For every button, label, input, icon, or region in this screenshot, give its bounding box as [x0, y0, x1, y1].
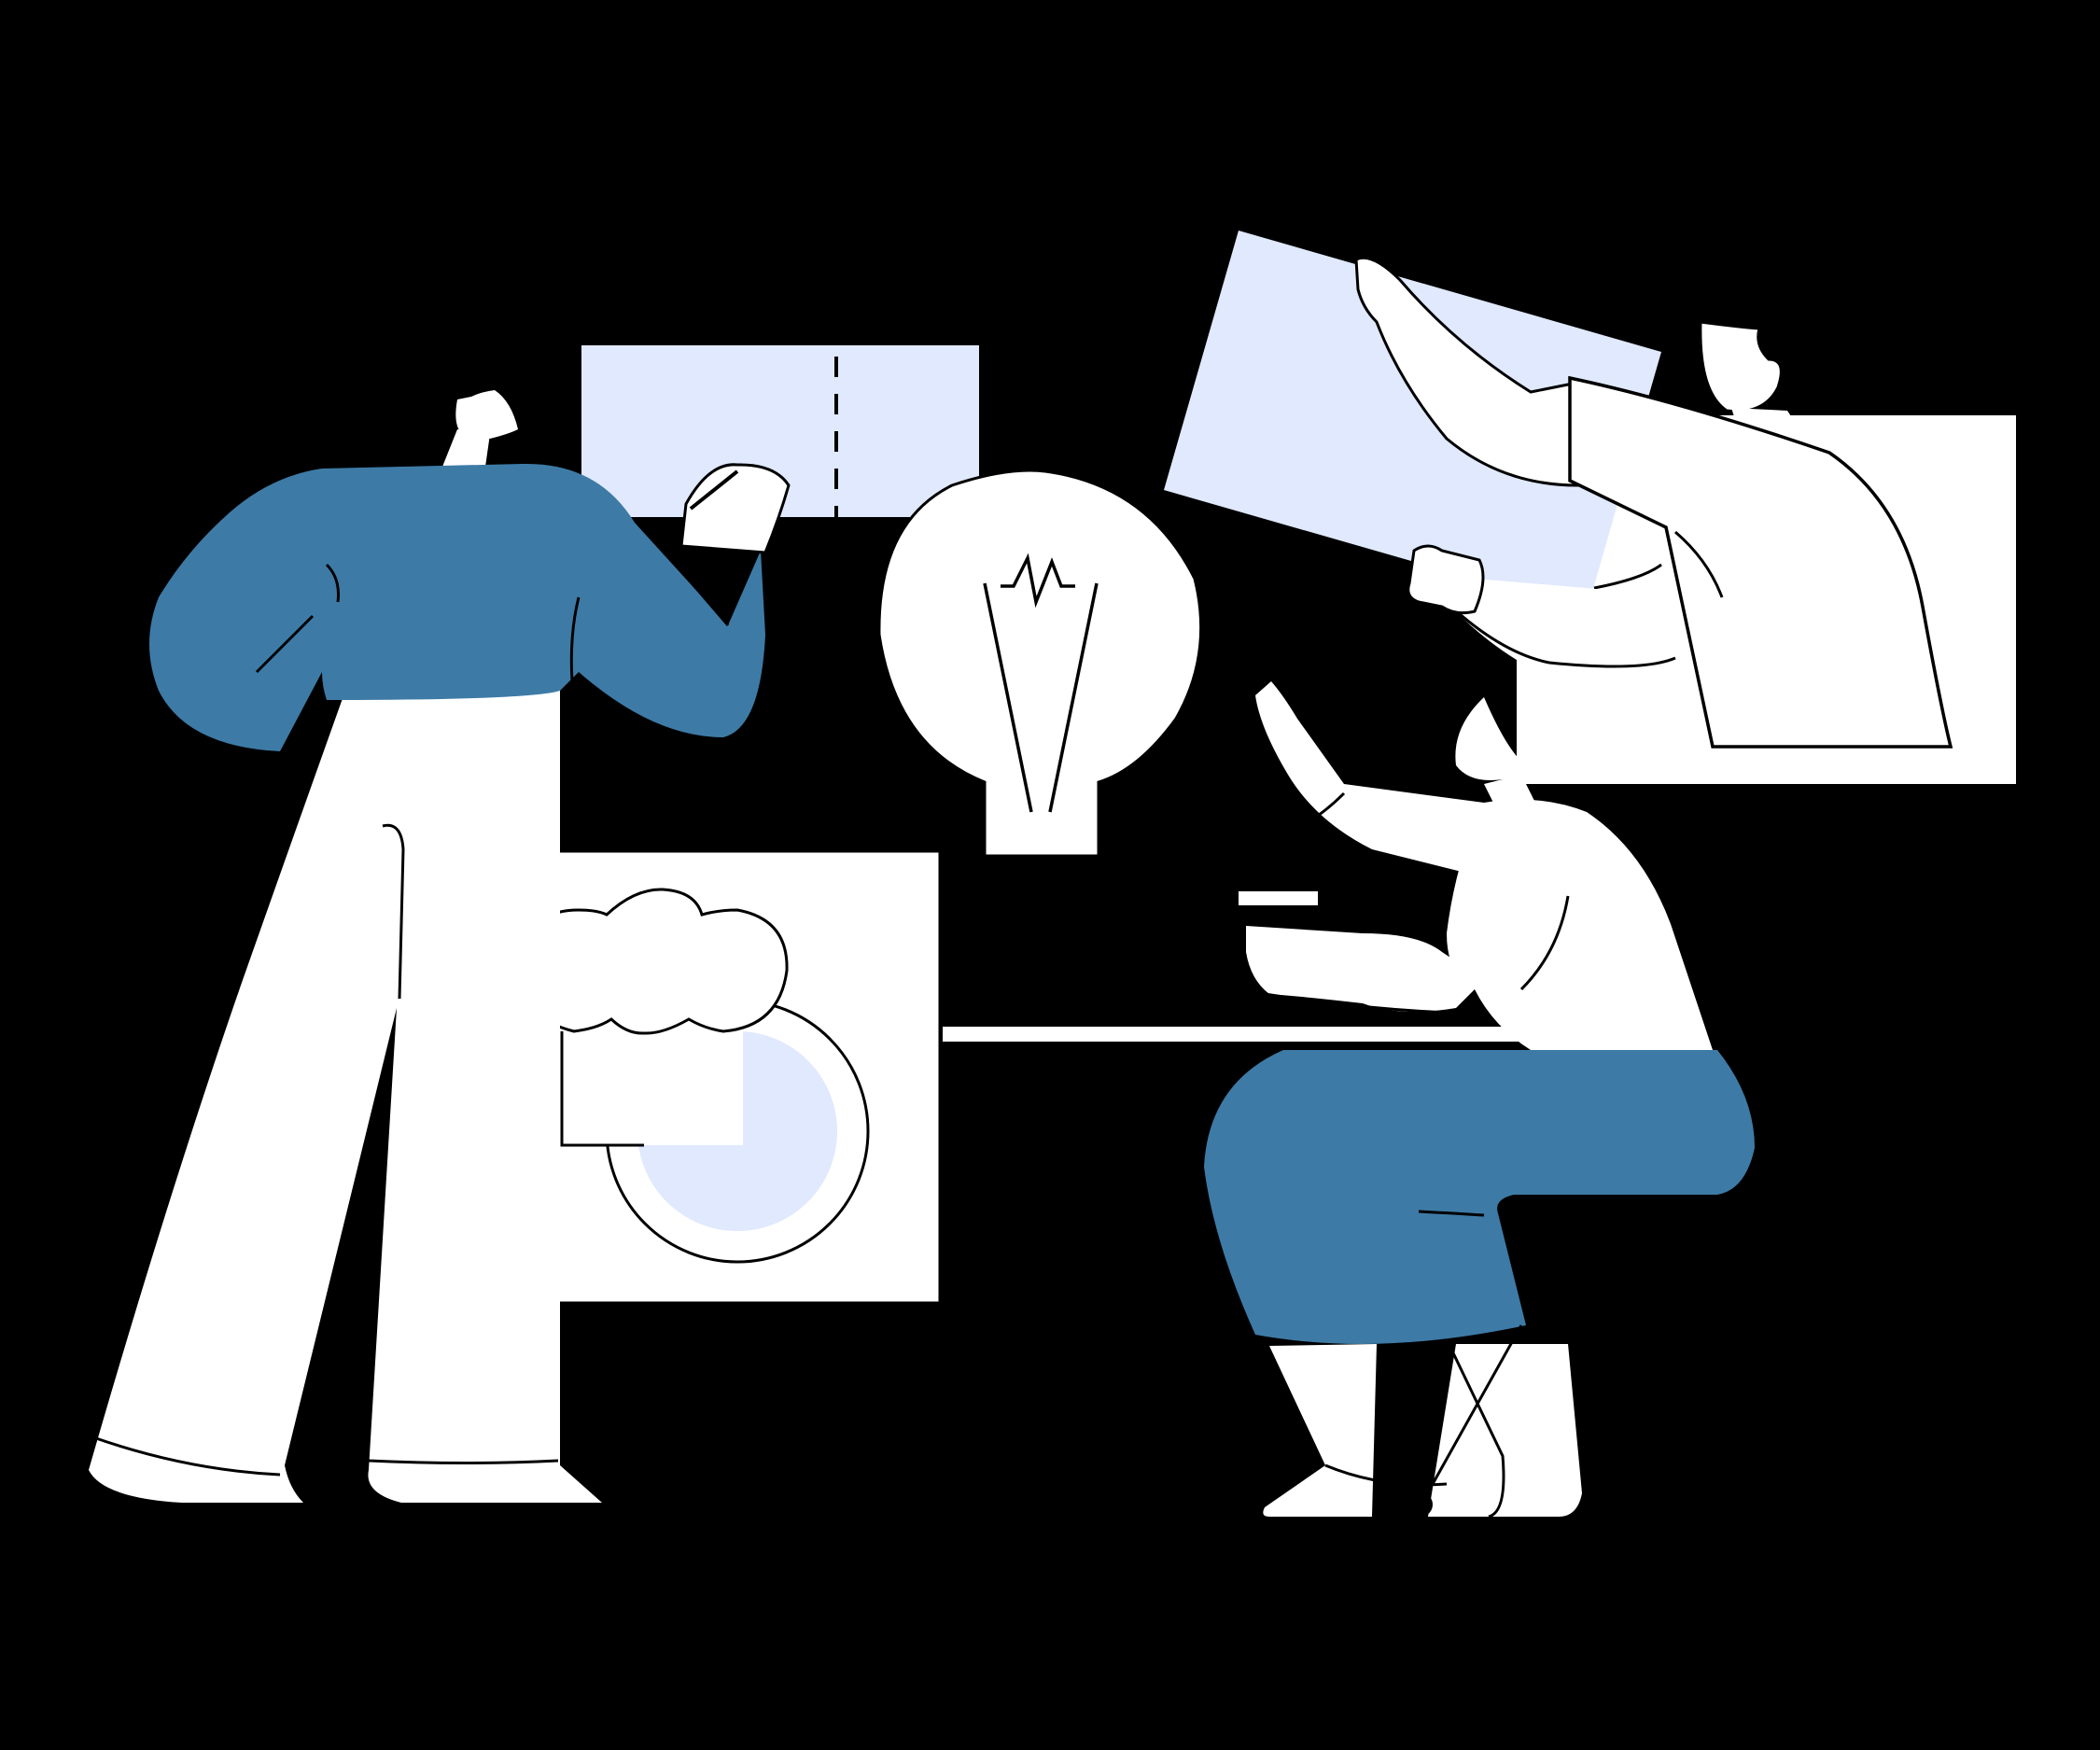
standing-person — [89, 390, 791, 1503]
desk — [943, 1027, 1529, 1042]
person-holding-sheet — [1354, 256, 1953, 749]
lightbulb-icon — [877, 469, 1203, 858]
stool-base — [1408, 1492, 1433, 1517]
phone-icon — [1239, 891, 1318, 905]
sitting-person — [1204, 681, 1755, 1519]
tilted-sheet — [1164, 231, 1661, 611]
